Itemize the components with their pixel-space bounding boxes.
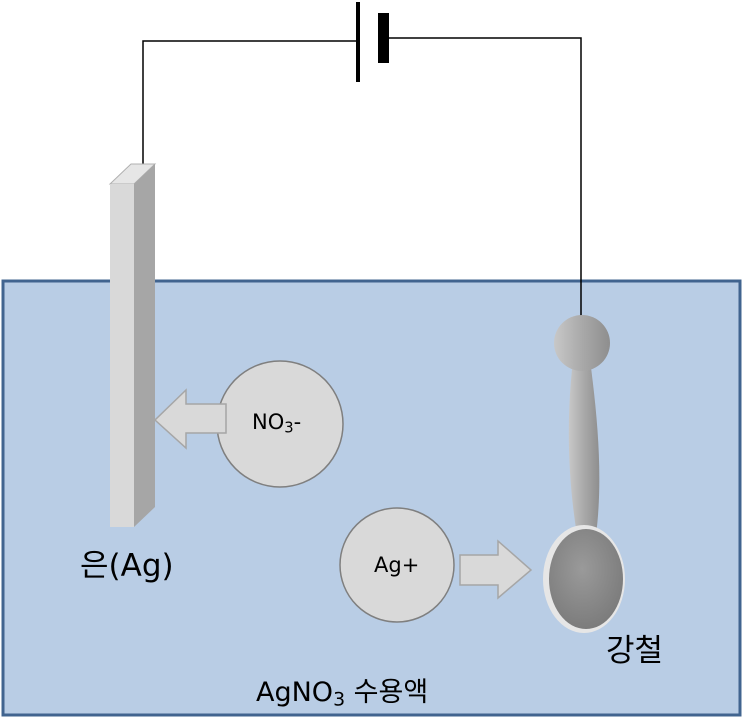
- solution-label: AgNO3 수용액: [256, 670, 428, 711]
- silver-electrode-label: 은(Ag): [80, 548, 174, 584]
- battery-icon: [356, 2, 389, 82]
- nitrate-charge: -: [293, 410, 302, 434]
- silver-ion-label: Ag+: [374, 553, 420, 577]
- solution-formula: AgNO: [256, 677, 334, 708]
- silver-ion-arrow-icon: [459, 539, 533, 600]
- nitrate-subscript: 3: [284, 419, 294, 437]
- wire-right: [385, 37, 582, 322]
- steel-spoon-label: 강철: [606, 633, 664, 669]
- wire-left: [142, 40, 357, 165]
- solution-formula-subscript: 3: [333, 688, 346, 711]
- nitrate-formula: NO: [252, 410, 285, 434]
- nitrate-arrow-icon: [153, 388, 227, 450]
- silver-electrode: [108, 163, 157, 527]
- silver-ion: [339, 507, 455, 623]
- solution-name: 수용액: [345, 677, 429, 708]
- nitrate-ion-label: NO3-: [252, 410, 301, 437]
- steel-spoon: [543, 315, 625, 633]
